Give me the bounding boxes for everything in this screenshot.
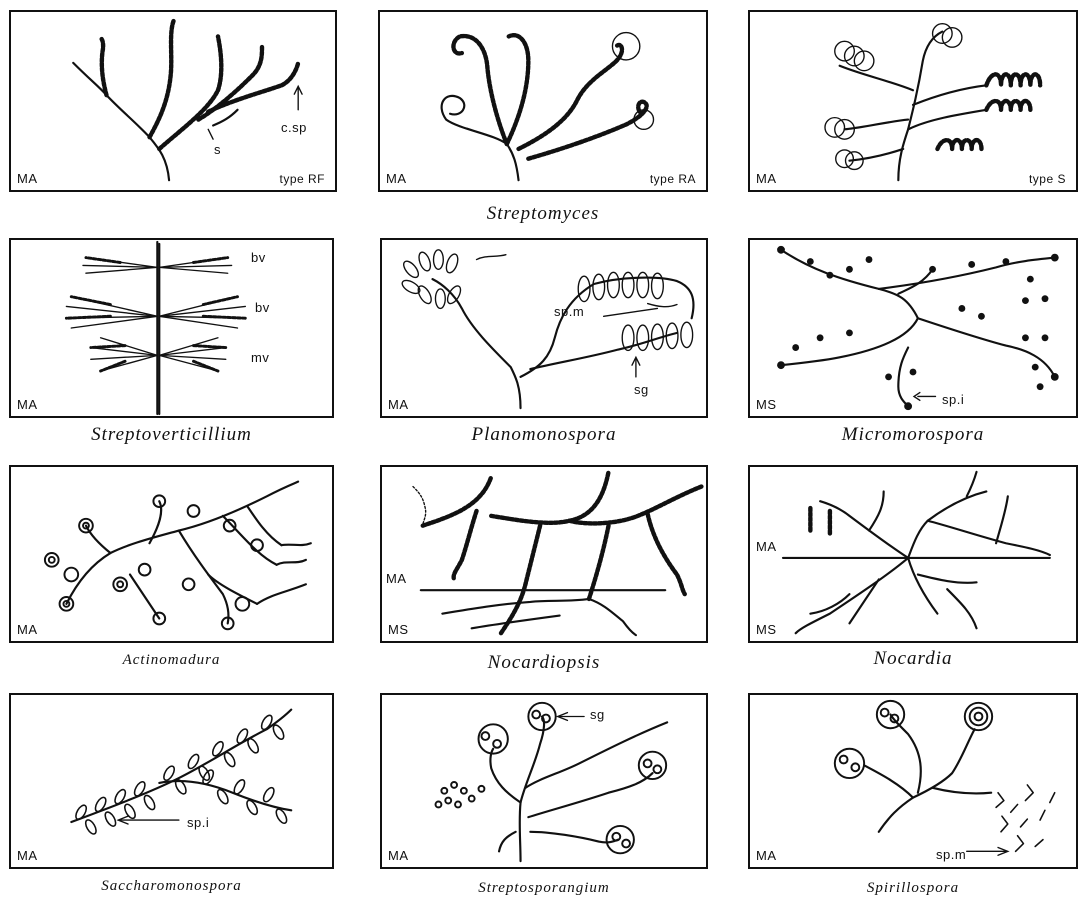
- corner-label: MA: [386, 171, 407, 186]
- nocardia-drawing: [750, 467, 1076, 641]
- annotation-sp-i: sp.i: [942, 392, 964, 407]
- panel-streptosporangium: sg MA: [380, 693, 708, 869]
- streptosporangium-drawing: [382, 695, 706, 867]
- panel-saccharomonospora: sp.i MA: [9, 693, 334, 869]
- corner-label: MA: [17, 622, 38, 637]
- corner-label: MA: [388, 848, 409, 863]
- corner-label: MA: [17, 397, 38, 412]
- panel-spirillospora: sp.m MA: [748, 693, 1078, 869]
- streptomyces-s-drawing: [750, 12, 1076, 190]
- caption-streptomyces: Streptomyces: [378, 203, 708, 225]
- caption-nocardiopsis: Nocardiopsis: [380, 652, 708, 674]
- annotation-mv: mv: [251, 350, 269, 365]
- panel-nocardiopsis: MA MS: [380, 465, 708, 643]
- streptomyces-ra-drawing: [380, 12, 706, 190]
- spirillospora-drawing: [750, 695, 1076, 867]
- streptomyces-rf-drawing: [11, 12, 335, 190]
- annotation-sp-i: sp.i: [187, 815, 209, 830]
- caption-actinomadura: Actinomadura: [9, 652, 334, 669]
- saccharomonospora-drawing: [11, 695, 332, 867]
- micromonospora-drawing: [750, 240, 1076, 416]
- upper-label: MA: [756, 539, 777, 554]
- annotation-sg: sg: [590, 707, 605, 722]
- panel-planomonospora: sp.m sg MA: [380, 238, 708, 418]
- panel-streptomyces-ra: MA type RA: [378, 10, 708, 192]
- corner-label: MA: [756, 171, 777, 186]
- caption-saccharomonospora: Saccharomonospora: [9, 878, 334, 895]
- panel-micromonospora: sp.i MS: [748, 238, 1078, 418]
- corner-label: MA: [388, 397, 409, 412]
- annotation-bv-1: bv: [251, 250, 266, 265]
- panel-actinomadura: MA: [9, 465, 334, 643]
- corner-label: MA: [17, 848, 38, 863]
- annotation-sp-m: sp.m: [936, 847, 966, 862]
- nocardiopsis-drawing: [382, 467, 706, 641]
- corner-label: MS: [756, 397, 777, 412]
- corner-label: MS: [756, 622, 777, 637]
- annotation-c-sp: c.sp: [281, 120, 307, 135]
- panel-streptomyces-rf: c.sp s MA type RF: [9, 10, 337, 192]
- panel-nocardia: MA MS: [748, 465, 1078, 643]
- caption-planomonospora: Planomonospora: [380, 424, 708, 446]
- actinomadura-drawing: [11, 467, 332, 641]
- corner-label: MS: [388, 622, 409, 637]
- corner-label: MA: [17, 171, 38, 186]
- caption-micromonospora: Micromorospora: [748, 424, 1078, 446]
- panel-streptomyces-s: MA type S: [748, 10, 1078, 192]
- caption-nocardia: Nocardia: [748, 648, 1078, 670]
- upper-label: MA: [386, 571, 407, 586]
- caption-spirillospora: Spirillospora: [748, 880, 1078, 897]
- caption-streptoverticillium: Streptoverticillium: [9, 424, 334, 446]
- annotation-sg: sg: [634, 382, 649, 397]
- annotation-sp-m: sp.m: [554, 304, 584, 319]
- panel-streptoverticillium: bv bv mv MA: [9, 238, 334, 418]
- annotation-s: s: [214, 142, 221, 157]
- corner-label: MA: [756, 848, 777, 863]
- annotation-bv-2: bv: [255, 300, 270, 315]
- streptoverticillium-drawing: [11, 240, 332, 416]
- type-label: type RA: [650, 172, 696, 186]
- type-label: type RF: [279, 172, 325, 186]
- planomonospora-drawing: [382, 240, 706, 416]
- type-label: type S: [1029, 172, 1066, 186]
- caption-streptosporangium: Streptosporangium: [380, 880, 708, 897]
